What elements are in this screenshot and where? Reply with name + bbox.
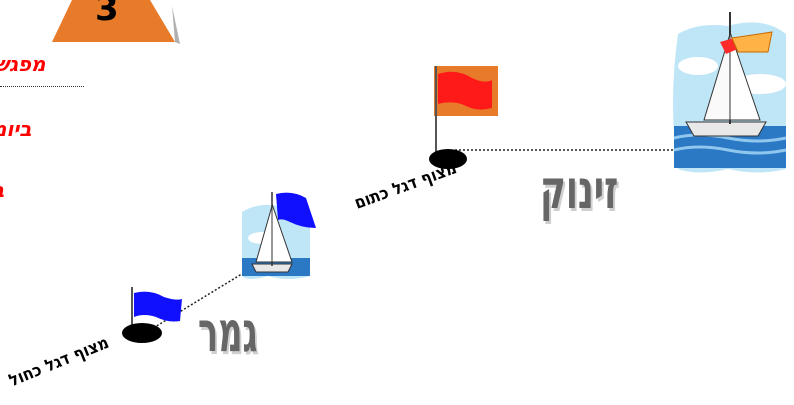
small-sailboat-icon (242, 192, 316, 279)
sailboat-icon (673, 12, 787, 173)
divider-line (0, 86, 84, 87)
start-word: זינוק (540, 158, 619, 221)
header-line-1: מפגש (0, 52, 46, 76)
header-line-3: ב (0, 178, 4, 202)
blue-flag-buoy (122, 287, 182, 343)
header-badge (52, 0, 180, 44)
finish-word: גמר (198, 300, 258, 365)
orange-flag-buoy (429, 66, 498, 169)
header-number: 3 (95, 0, 119, 29)
